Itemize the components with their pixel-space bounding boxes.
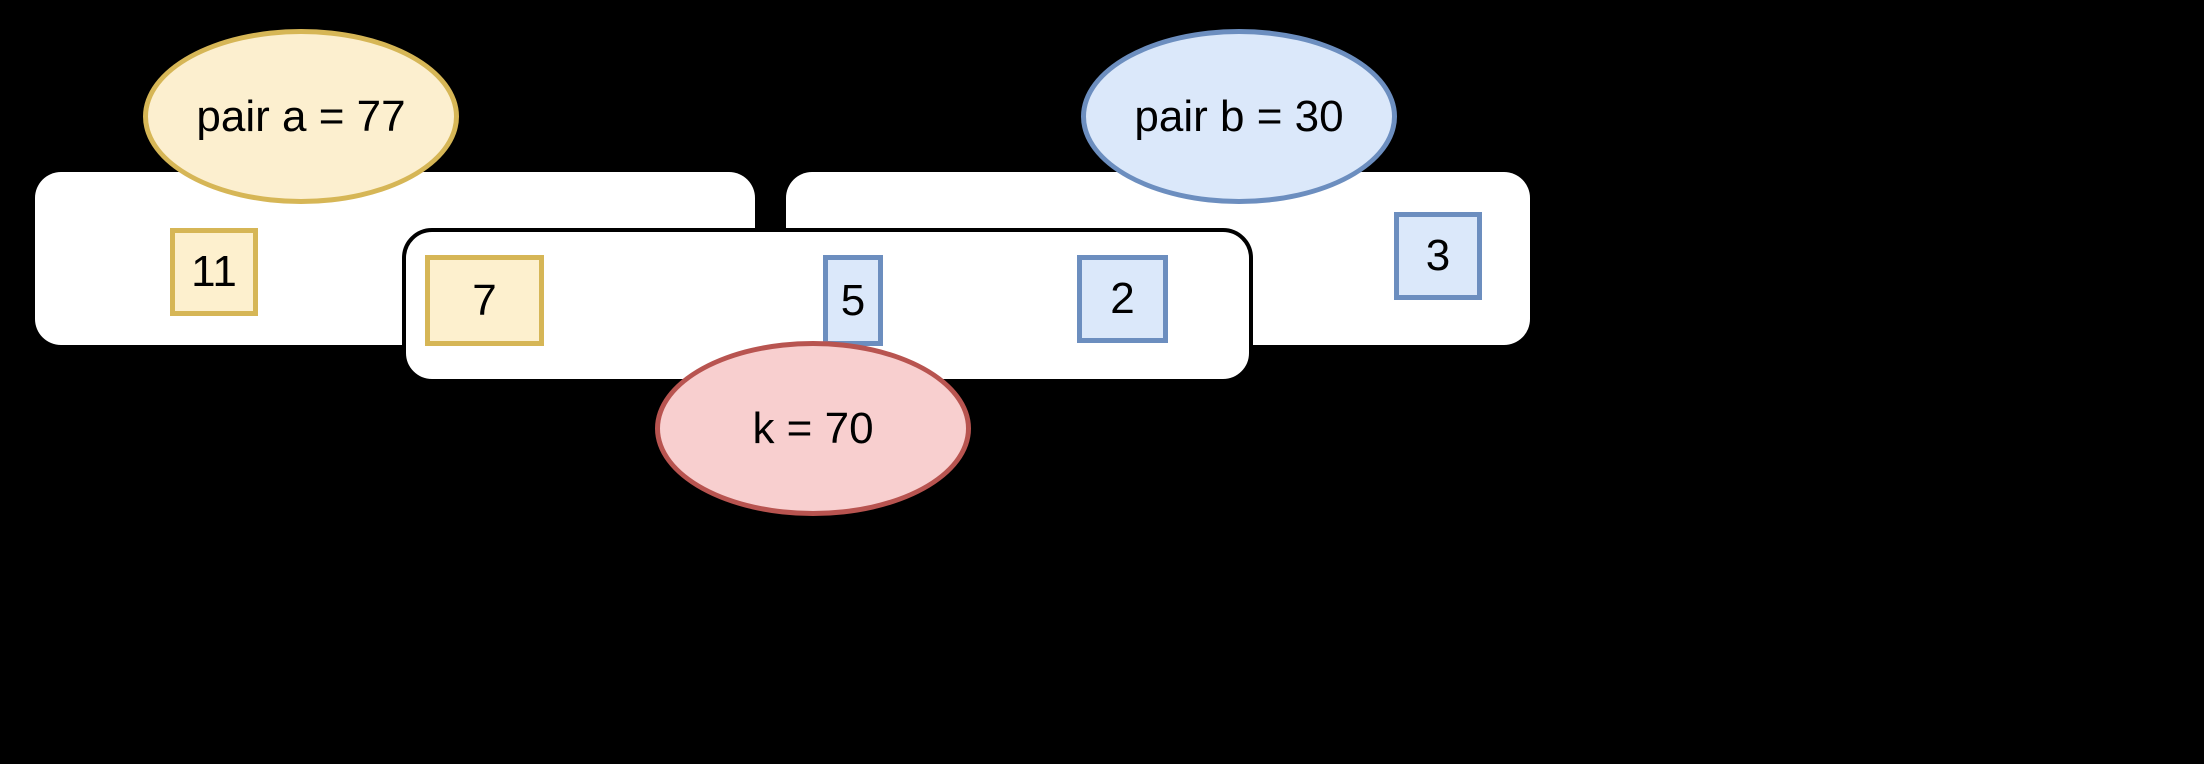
box-11: 11: [170, 228, 258, 316]
label-pair-b-text: pair b = 30: [1134, 91, 1344, 141]
box-2-value: 2: [1110, 274, 1135, 323]
label-pair-a: pair a = 77: [143, 29, 459, 204]
box-3: 3: [1394, 212, 1482, 300]
label-k: k = 70: [655, 341, 971, 516]
box-2: 2: [1077, 255, 1168, 343]
box-3-value: 3: [1425, 231, 1451, 280]
label-pair-a-text: pair a = 77: [196, 91, 406, 141]
box-7-value: 7: [472, 275, 497, 325]
label-k-text: k = 70: [752, 403, 874, 453]
box-7: 7: [425, 255, 544, 346]
box-11-value: 11: [191, 247, 237, 296]
box-5-value: 5: [840, 275, 866, 325]
box-5: 5: [823, 255, 883, 346]
label-pair-b: pair b = 30: [1081, 29, 1397, 204]
